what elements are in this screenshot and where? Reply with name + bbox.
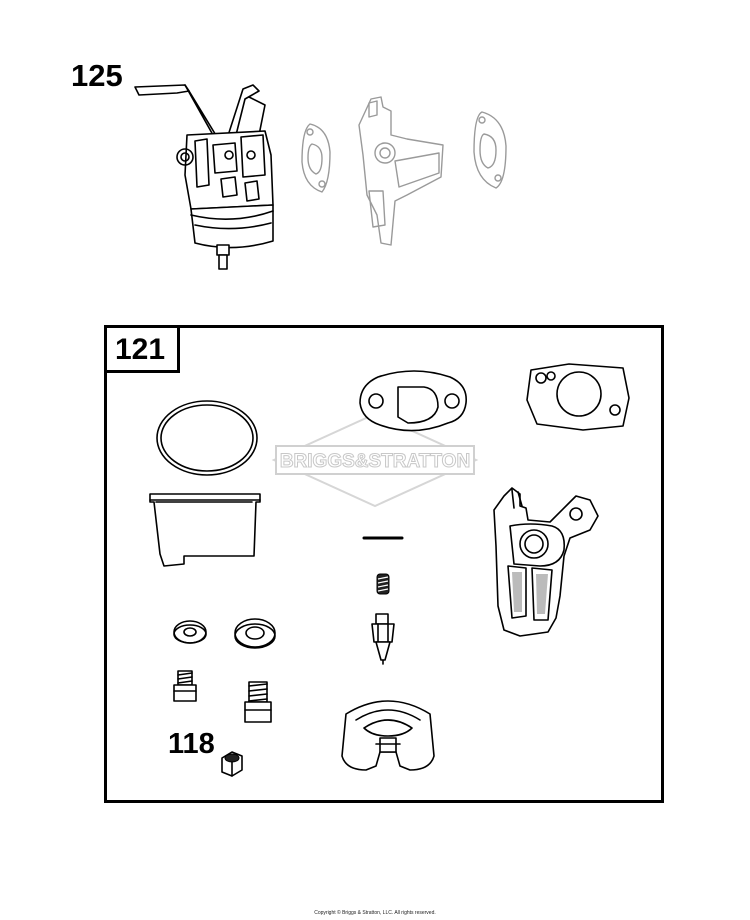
large-washer-part[interactable] [233, 617, 277, 651]
pilot-jet-screw-part[interactable] [172, 669, 198, 703]
drain-nut-part[interactable] [218, 748, 246, 778]
small-washer-part[interactable] [172, 619, 208, 645]
briggs-stratton-watermark-logo: BRIGGS&STRATTON [271, 412, 479, 508]
ghost-gasket-left[interactable] [300, 122, 332, 194]
carburetor-float-part[interactable] [340, 694, 436, 774]
carburetor-gasket-oval[interactable] [358, 367, 470, 435]
inlet-needle-part[interactable] [368, 612, 398, 666]
copyright-notice: Copyright © Briggs & Stratton, LLC. All … [314, 910, 436, 916]
float-bowl-part[interactable] [148, 492, 263, 572]
carburetor-insulator-bracket[interactable] [490, 486, 605, 638]
float-pin-part[interactable] [362, 534, 404, 542]
callout-121[interactable]: 121 [115, 333, 166, 366]
spring-part[interactable] [375, 572, 391, 596]
main-jet-screw-part[interactable] [243, 680, 273, 724]
o-ring-part[interactable] [155, 398, 260, 478]
carburetor-gasket-square[interactable] [523, 362, 633, 432]
kit-label-tab: 121 [107, 328, 180, 373]
watermark-brand-text: BRIGGS&STRATTON [280, 451, 470, 472]
callout-125[interactable]: 125 [71, 58, 123, 93]
ghost-insulator-bracket[interactable] [355, 95, 450, 247]
carburetor-kit-frame: 121 [104, 325, 664, 803]
ghost-gasket-right[interactable] [472, 110, 508, 190]
carburetor-assembly-drawing[interactable] [125, 75, 305, 275]
callout-118[interactable]: 118 [168, 728, 215, 760]
